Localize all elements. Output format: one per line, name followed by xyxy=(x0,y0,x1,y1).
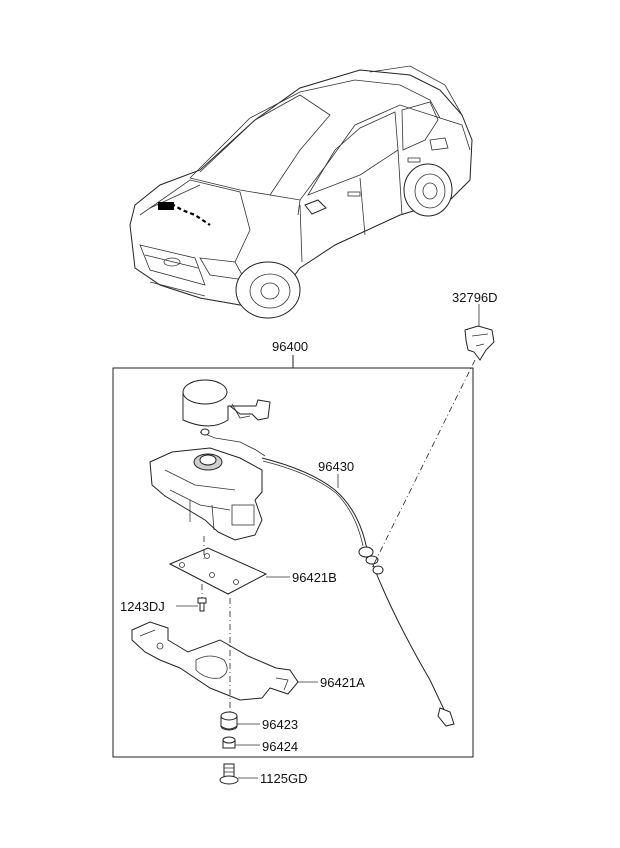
label-bracket-clip: 32796D xyxy=(452,290,498,305)
bracket-lower xyxy=(131,621,299,701)
car-illustration xyxy=(129,65,473,319)
label-bushing: 96423 xyxy=(262,717,298,732)
label-collar: 96424 xyxy=(262,739,298,754)
actuator-body xyxy=(149,428,266,541)
label-bracket-upper: 96421B xyxy=(292,570,337,585)
label-bracket-lower: 96421A xyxy=(320,675,365,690)
bolt-mount xyxy=(219,763,239,785)
bracket-upper xyxy=(168,547,268,595)
control-cable xyxy=(261,457,455,727)
label-cable: 96430 xyxy=(318,459,354,474)
bracket-clip xyxy=(464,325,495,361)
actuator-cover xyxy=(182,379,271,427)
label-bolt-mount: 1125GD xyxy=(260,771,307,786)
label-assembly: 96400 xyxy=(272,339,308,354)
assembly-frame xyxy=(112,367,474,758)
bolt-small xyxy=(197,597,207,612)
collar xyxy=(222,736,236,749)
label-bolt-small: 1243DJ xyxy=(120,599,165,614)
bushing xyxy=(220,711,238,731)
